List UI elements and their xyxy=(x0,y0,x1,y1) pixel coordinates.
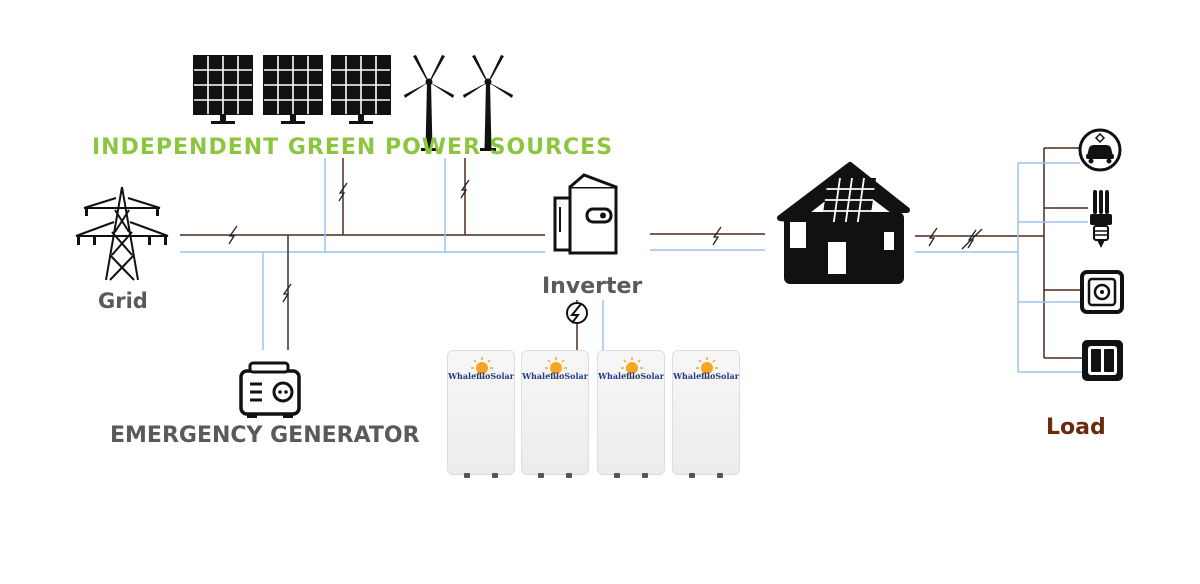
sun-logo-icon xyxy=(621,357,643,379)
green-sources-title: INDEPENDENT GREEN POWER SOURCES xyxy=(92,135,614,160)
battery-brand: WhaleflloSolar xyxy=(673,371,739,381)
transmission-tower-icon xyxy=(75,186,169,281)
current-flow-markers xyxy=(228,179,983,303)
battery-connection-icon xyxy=(566,302,588,324)
power-socket-icon xyxy=(1080,270,1124,314)
sun-logo-icon xyxy=(696,357,718,379)
inverter-icon xyxy=(553,173,618,255)
grid-label: Grid xyxy=(98,289,148,313)
battery-brand: WhaleflloSolar xyxy=(522,371,588,381)
battery-brand: WhaleflloSolar xyxy=(448,371,514,381)
solar-panel-icon xyxy=(262,54,324,125)
generator-icon xyxy=(239,361,301,418)
battery-module: WhaleflloSolar xyxy=(672,350,740,478)
light-bulb-icon xyxy=(1090,190,1112,248)
sun-logo-icon xyxy=(545,357,567,379)
house-icon xyxy=(777,162,910,284)
sun-logo-icon xyxy=(471,357,493,379)
battery-brand: WhaleflloSolar xyxy=(598,371,664,381)
power-lines xyxy=(180,147,1088,373)
light-switch-icon xyxy=(1082,340,1123,381)
load-label: Load xyxy=(1046,415,1106,440)
solar-panel-icon xyxy=(330,54,392,125)
inverter-label: Inverter xyxy=(542,274,643,299)
generator-label: EMERGENCY GENERATOR xyxy=(110,423,420,448)
solar-panel-icon xyxy=(192,54,254,125)
ev-charger-icon xyxy=(1078,128,1122,172)
battery-module: WhaleflloSolar xyxy=(447,350,515,478)
battery-module: WhaleflloSolar xyxy=(597,350,665,478)
battery-module: WhaleflloSolar xyxy=(521,350,589,478)
